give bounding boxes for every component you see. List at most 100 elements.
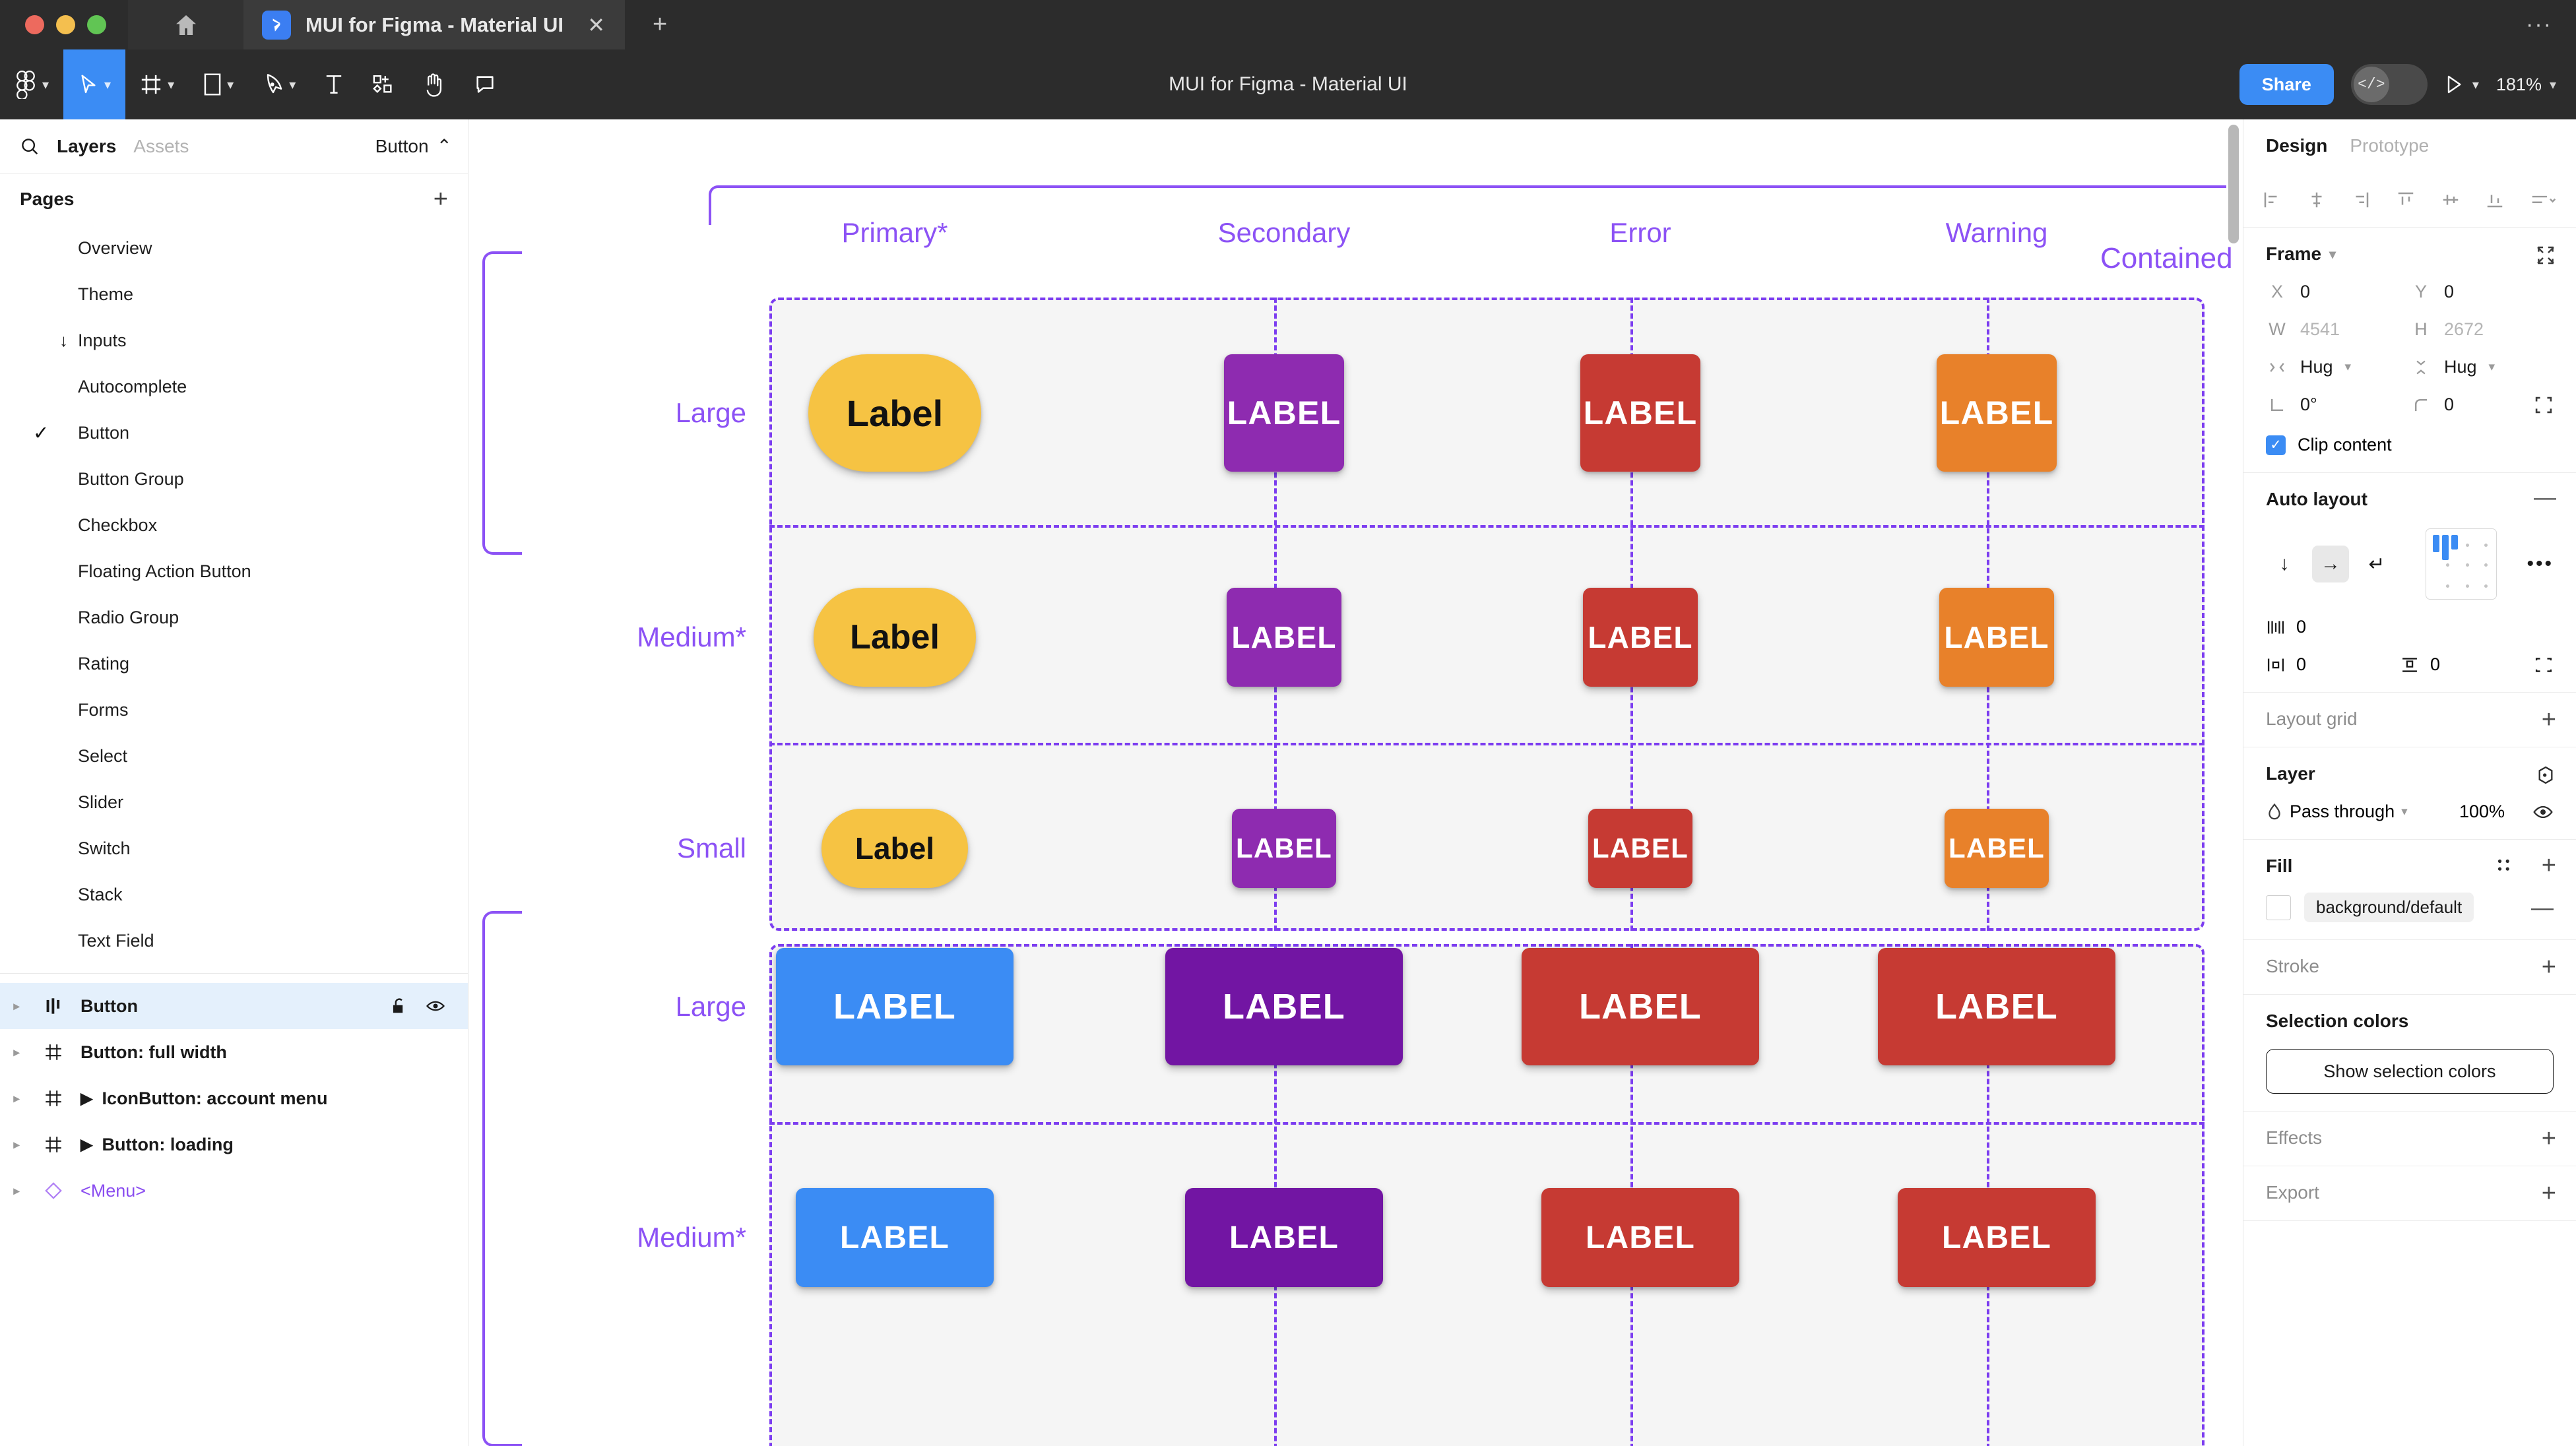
- home-icon[interactable]: [128, 0, 243, 49]
- fill-color-swatch[interactable]: [2266, 895, 2291, 920]
- align-top-icon[interactable]: [2396, 190, 2416, 210]
- alignment-pad[interactable]: [2425, 528, 2497, 600]
- resize-to-fit-icon[interactable]: [2535, 245, 2556, 266]
- add-layout-grid-button[interactable]: +: [2541, 706, 2556, 734]
- maximize-window-button[interactable]: [87, 15, 106, 34]
- add-page-button[interactable]: +: [433, 185, 448, 213]
- browser-tab[interactable]: MUI for Figma - Material UI ✕: [243, 0, 625, 49]
- horizontal-padding-field[interactable]: 0: [2266, 654, 2306, 675]
- material-button[interactable]: LABEL: [1878, 948, 2115, 1065]
- rotation-field[interactable]: 0°: [2266, 394, 2410, 415]
- material-button[interactable]: LABEL: [1522, 948, 1759, 1065]
- material-button[interactable]: LABEL: [1945, 809, 2049, 888]
- material-button[interactable]: LABEL: [1898, 1188, 2096, 1287]
- page-item-button-group[interactable]: Button Group: [0, 456, 468, 502]
- page-item-inputs[interactable]: ↓Inputs: [0, 317, 468, 363]
- figma-menu-icon[interactable]: ▾: [0, 49, 63, 119]
- layer-row[interactable]: ▸Button: [0, 983, 468, 1029]
- independent-corners-icon[interactable]: [2534, 395, 2554, 415]
- eye-icon[interactable]: [2532, 804, 2554, 820]
- add-stroke-button[interactable]: +: [2541, 953, 2556, 981]
- layer-opacity-value[interactable]: 100%: [2459, 802, 2505, 821]
- row-header-large[interactable]: Large: [675, 991, 746, 1022]
- layer-row[interactable]: ▸▶IconButton: account menu: [0, 1075, 468, 1121]
- row-header-medium[interactable]: Medium*: [637, 621, 746, 652]
- clip-content-checkbox[interactable]: ✓: [2266, 435, 2286, 455]
- material-button[interactable]: LABEL: [1939, 588, 2054, 687]
- expand-caret-icon[interactable]: ▸: [13, 1137, 20, 1151]
- material-button[interactable]: Label: [814, 588, 976, 687]
- align-left-icon[interactable]: [2262, 190, 2282, 210]
- layer-styles-icon[interactable]: [2535, 765, 2556, 786]
- clip-content-row[interactable]: ✓ Clip content: [2266, 435, 2554, 455]
- page-item-select[interactable]: Select: [0, 733, 468, 779]
- material-button[interactable]: LABEL: [1165, 948, 1403, 1065]
- page-item-radio-group[interactable]: Radio Group: [0, 594, 468, 641]
- page-item-floating-action-button[interactable]: Floating Action Button: [0, 548, 468, 594]
- dev-mode-toggle[interactable]: </>: [2350, 64, 2428, 105]
- fill-token-label[interactable]: background/default: [2304, 893, 2474, 922]
- column-header-warning[interactable]: Warning: [1945, 217, 2048, 248]
- add-fill-button[interactable]: +: [2541, 852, 2556, 879]
- vertical-padding-field[interactable]: 0: [2400, 654, 2440, 675]
- page-item-theme[interactable]: Theme: [0, 271, 468, 317]
- layer-row[interactable]: ▸Button: full width: [0, 1029, 468, 1075]
- direction-vertical-icon[interactable]: ↓: [2279, 553, 2290, 575]
- material-button[interactable]: Label: [808, 354, 981, 472]
- material-button[interactable]: LABEL: [1588, 809, 1692, 888]
- align-right-icon[interactable]: [2351, 190, 2371, 210]
- material-button[interactable]: LABEL: [1232, 809, 1336, 888]
- shape-tool-icon[interactable]: ▾: [189, 49, 248, 119]
- page-item-stack[interactable]: Stack: [0, 871, 468, 918]
- show-selection-colors-button[interactable]: Show selection colors: [2266, 1049, 2554, 1094]
- expand-caret-icon[interactable]: ▸: [13, 999, 20, 1013]
- individual-padding-icon[interactable]: [2534, 656, 2554, 674]
- material-button[interactable]: LABEL: [796, 1188, 994, 1287]
- window-overflow-menu[interactable]: ···: [2526, 12, 2552, 37]
- row-header-small[interactable]: Small: [676, 833, 746, 864]
- gap-field[interactable]: 0: [2266, 617, 2306, 637]
- pen-tool-icon[interactable]: ▾: [248, 49, 310, 119]
- row-header-large[interactable]: Large: [675, 397, 746, 428]
- material-button[interactable]: LABEL: [776, 948, 1014, 1065]
- page-selector[interactable]: Button ⌃: [375, 135, 452, 157]
- column-header-secondary[interactable]: Secondary: [1217, 217, 1351, 248]
- material-button[interactable]: LABEL: [1937, 354, 2057, 472]
- direction-horizontal-icon[interactable]: →: [2312, 546, 2349, 582]
- horizontal-resizing-field[interactable]: Hug ▾: [2266, 357, 2410, 377]
- close-icon[interactable]: ✕: [587, 13, 605, 37]
- page-item-slider[interactable]: Slider: [0, 779, 468, 825]
- page-item-forms[interactable]: Forms: [0, 687, 468, 733]
- share-button[interactable]: Share: [2239, 64, 2334, 105]
- auto-layout-more-button[interactable]: •••: [2527, 553, 2554, 575]
- blend-mode-selector[interactable]: Pass through ▾: [2266, 802, 2408, 822]
- comment-tool-icon[interactable]: [459, 49, 511, 119]
- expand-caret-icon[interactable]: ▸: [13, 1045, 20, 1059]
- remove-auto-layout-button[interactable]: —: [2534, 485, 2556, 510]
- material-button[interactable]: LABEL: [1185, 1188, 1383, 1287]
- vertical-resizing-field[interactable]: Hug ▾: [2410, 357, 2554, 377]
- fill-styles-icon[interactable]: [2496, 857, 2513, 874]
- tab-prototype[interactable]: Prototype: [2350, 135, 2430, 156]
- resources-tool-icon[interactable]: [358, 49, 409, 119]
- material-button[interactable]: Label: [821, 809, 968, 888]
- chevron-down-icon[interactable]: ▾: [2329, 247, 2336, 262]
- zoom-control[interactable]: 181% ▾: [2496, 75, 2556, 95]
- tab-layers[interactable]: Layers: [57, 135, 117, 156]
- distribute-menu-icon[interactable]: [2530, 190, 2558, 210]
- page-item-button[interactable]: ✓Button: [0, 410, 468, 456]
- unlock-icon[interactable]: [391, 997, 407, 1015]
- material-button[interactable]: LABEL: [1224, 354, 1344, 472]
- frame-tool-icon[interactable]: ▾: [125, 49, 189, 119]
- page-item-checkbox[interactable]: Checkbox: [0, 502, 468, 548]
- text-tool-icon[interactable]: [310, 49, 358, 119]
- new-tab-button[interactable]: +: [653, 11, 668, 38]
- search-icon[interactable]: [20, 137, 40, 156]
- add-export-button[interactable]: +: [2541, 1179, 2556, 1207]
- move-tool-icon[interactable]: ▾: [63, 49, 126, 119]
- present-controls[interactable]: ▾: [2445, 74, 2479, 95]
- add-effect-button[interactable]: +: [2541, 1125, 2556, 1152]
